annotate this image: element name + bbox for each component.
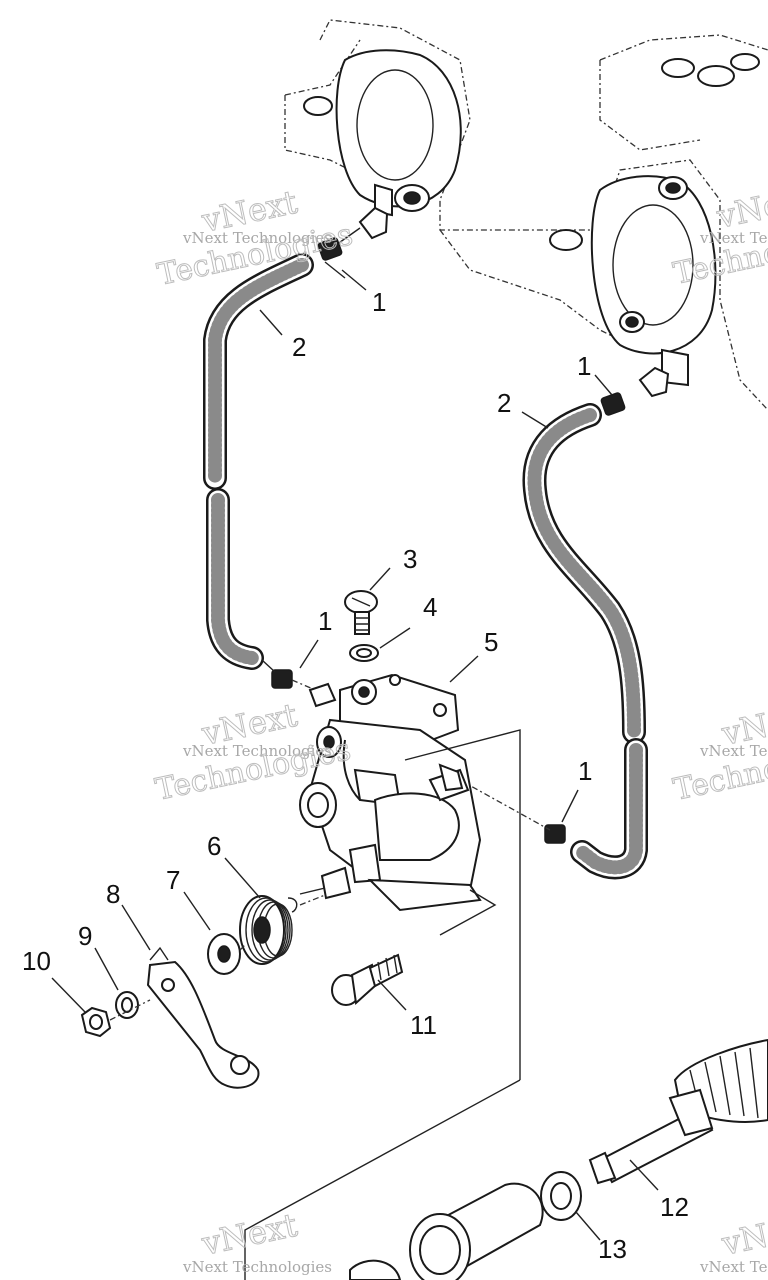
watermark-bottom-right: vNext vNext Technologies [699,1205,768,1276]
hose-clamp-pump-left [261,659,293,689]
hose-fitting-right [638,366,670,398]
hose-fitting-left [335,206,389,246]
pump-lever [146,946,260,1089]
watermark-middle-right: vNext vNext Technologies Technologies [670,695,768,808]
callout-5: 5 [484,627,498,657]
fuel-hose-left [203,253,314,670]
callout-13: 13 [598,1234,627,1264]
callout-9: 9 [78,921,92,951]
hose-clamp-top-left [317,237,346,279]
callout-7: 7 [166,865,180,895]
callout-11: 11 [410,1010,437,1040]
svg-text:vNext: vNext [713,179,768,236]
callout-labels: 1 2 1 2 3 4 5 1 1 6 7 8 9 10 11 12 13 [22,287,689,1264]
fuel-pump [299,673,521,1080]
mounting-bolt [331,953,404,1006]
pump-cover-screw [344,590,378,635]
engine-block [284,19,768,411]
callout-4: 4 [423,592,437,622]
hose-clamp-pump-right [544,824,566,844]
watermark-top-right: vNext vNext Technologies Technologies [670,178,768,292]
watermark-bottom-left: vNext vNext Technologies [182,1205,332,1276]
thrust-washer [540,1171,582,1221]
leader-lines [51,269,659,1241]
callout-1-top-left: 1 [372,287,386,317]
callout-10: 10 [22,946,51,976]
svg-text:vNext Technologies: vNext Technologies [182,742,332,760]
callout-2-left: 2 [292,332,306,362]
fuel-hose-right [522,403,648,880]
callout-8: 8 [106,879,120,909]
return-spring [239,895,298,965]
callout-1-pump-left: 1 [318,606,332,636]
svg-text:vNext Technologies: vNext Technologies [699,1258,768,1276]
callout-1-top-right: 1 [577,351,591,381]
callout-6: 6 [207,831,221,861]
svg-text:vNext Technologies: vNext Technologies [182,229,332,247]
hex-nut [80,1006,112,1038]
drive-shaft-gear [588,1038,768,1185]
svg-text:vNext: vNext [718,1206,768,1263]
svg-text:vNext: vNext [198,1206,301,1263]
callout-1-pump-right: 1 [578,756,592,786]
sealing-washer [349,644,379,662]
svg-text:vNext Technologies: vNext Technologies [699,742,768,760]
callout-12: 12 [660,1192,689,1222]
callout-3: 3 [403,544,417,574]
svg-text:vNext Technologies: vNext Technologies [699,229,768,247]
callout-2-right: 2 [497,388,511,418]
flat-washer [207,933,241,975]
svg-text:vNext Technologies: vNext Technologies [182,1258,332,1276]
hose-clamp-top-right [600,392,626,416]
shaft-bushing [349,1182,544,1280]
lock-washer [115,991,139,1019]
